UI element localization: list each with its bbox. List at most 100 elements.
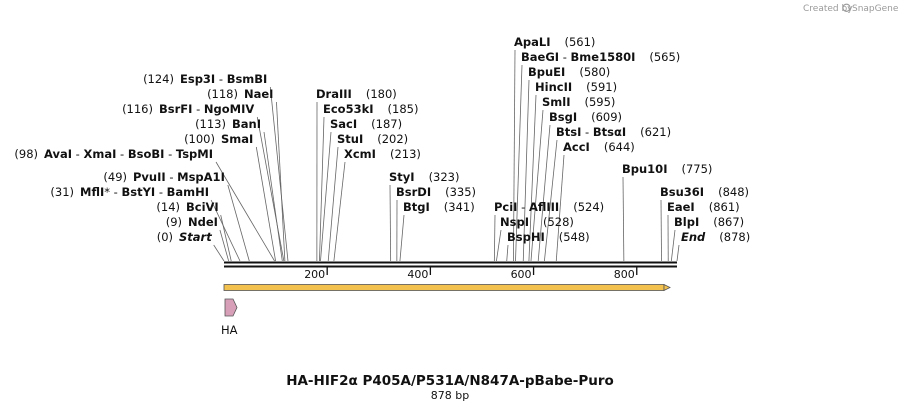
site-label[interactable]: StuI(202) bbox=[337, 132, 408, 146]
site-label[interactable]: SmlI(595) bbox=[542, 95, 615, 109]
site-label[interactable]: Esp3I - BsmBI (124) bbox=[143, 72, 267, 86]
enzyme-segment: * bbox=[104, 185, 110, 199]
enzyme-segment: MspA1I bbox=[177, 170, 225, 184]
site-position: (124) bbox=[143, 72, 174, 86]
enzyme-segment: BtgI bbox=[403, 200, 430, 214]
site-position: (621) bbox=[640, 125, 671, 139]
site-label[interactable]: AccI(644) bbox=[563, 140, 635, 154]
enzyme-segment: MflI bbox=[80, 185, 104, 199]
site-leader-line bbox=[537, 124, 551, 262]
site-leader-line bbox=[528, 94, 537, 262]
enzyme-segment: NdeI bbox=[188, 215, 218, 229]
enzyme-segment: BsmBI bbox=[227, 72, 268, 86]
enzyme-segment: AflIII bbox=[529, 200, 559, 214]
enzyme-segment: - bbox=[164, 147, 175, 161]
enzyme-segment: Bsu36I bbox=[660, 185, 704, 199]
enzyme-segment: NgoMIV bbox=[204, 102, 254, 116]
site-label[interactable]: Eco53kI (185) bbox=[323, 102, 418, 116]
site-leader-line bbox=[493, 214, 496, 262]
enzyme-segment: StyI bbox=[389, 170, 415, 184]
site-enzyme-name: BlpI bbox=[674, 215, 699, 229]
site-enzyme-name: End bbox=[681, 230, 706, 244]
site-label[interactable]: NspI(528) bbox=[500, 215, 574, 229]
site-leader-line bbox=[269, 86, 289, 262]
site-label[interactable]: Start(0) bbox=[157, 230, 213, 244]
site-position: (524) bbox=[573, 200, 604, 214]
enzyme-segment: AccI bbox=[563, 140, 590, 154]
site-enzyme-name: StuI bbox=[337, 132, 363, 146]
site-enzyme-name: NaeI bbox=[244, 87, 273, 101]
site-label[interactable]: StyI(323) bbox=[389, 170, 460, 184]
site-label[interactable]: PciI - AflIII(524) bbox=[494, 200, 604, 214]
site-label[interactable]: DraIII(180) bbox=[316, 87, 397, 101]
site-label[interactable]: BlpI (867) bbox=[674, 215, 744, 229]
site-position: (185) bbox=[388, 102, 419, 116]
site-leader-line bbox=[255, 146, 276, 262]
site-leader-line bbox=[319, 116, 325, 262]
enzyme-segment: - bbox=[517, 200, 528, 214]
site-label[interactable]: AvaI - XmaI - BsoBI - TspMI(98) bbox=[14, 147, 213, 161]
ruler-tick-label: 200 bbox=[304, 268, 325, 281]
site-label[interactable]: ApaLI (561) bbox=[514, 35, 595, 49]
enzyme-segment: BtsαI bbox=[593, 125, 626, 139]
site-leader-line bbox=[530, 109, 544, 262]
enzyme-segment: Eco53kI bbox=[323, 102, 374, 116]
site-leader-line bbox=[513, 49, 516, 262]
site-position: (609) bbox=[591, 110, 622, 124]
site-enzyme-name: PvuII - MspA1I bbox=[133, 170, 225, 184]
site-position: (49) bbox=[103, 170, 127, 184]
site-enzyme-name: SmlI bbox=[542, 95, 571, 109]
site-label[interactable]: BsgI (609) bbox=[549, 110, 622, 124]
site-position: (341) bbox=[444, 200, 475, 214]
site-label[interactable]: BtsI - BtsαI(621) bbox=[556, 125, 671, 139]
site-leader-line bbox=[213, 244, 225, 262]
site-label[interactable]: BsrFI - NgoMIV(116) bbox=[122, 102, 254, 116]
site-position: (14) bbox=[156, 200, 180, 214]
site-enzyme-name: BsgI bbox=[549, 110, 577, 124]
feature-orange-arrow[interactable] bbox=[223, 283, 671, 292]
site-enzyme-name: ApaLI bbox=[514, 35, 551, 49]
site-label[interactable]: End(878) bbox=[681, 230, 750, 244]
site-label[interactable]: NdeI(9) bbox=[166, 215, 218, 229]
site-leader-line bbox=[227, 184, 250, 262]
ruler-tick-label: 400 bbox=[407, 268, 428, 281]
site-enzyme-name: NspI bbox=[500, 215, 529, 229]
site-label[interactable]: SmaI(100) bbox=[184, 132, 253, 146]
site-position: (113) bbox=[195, 117, 226, 131]
feature-ha[interactable]: HA bbox=[221, 298, 238, 337]
enzyme-segment: BanI bbox=[232, 117, 261, 131]
site-label[interactable]: HincII(591) bbox=[535, 80, 617, 94]
site-label[interactable]: BpuEI(580) bbox=[528, 65, 610, 79]
enzyme-segment: Esp3I bbox=[180, 72, 215, 86]
site-label[interactable]: BspHI(548) bbox=[507, 230, 590, 244]
site-enzyme-name: Esp3I - BsmBI bbox=[180, 72, 267, 86]
site-enzyme-name: SmaI bbox=[221, 132, 253, 146]
site-label[interactable]: NaeI(118) bbox=[207, 87, 273, 101]
site-label[interactable]: BciVI(14) bbox=[156, 200, 218, 214]
enzyme-segment: SmaI bbox=[221, 132, 253, 146]
site-enzyme-name: XcmI bbox=[344, 147, 376, 161]
site-label[interactable]: Bsu36I(848) bbox=[660, 185, 749, 199]
site-position: (561) bbox=[565, 35, 596, 49]
site-label[interactable]: PvuII - MspA1I (49) bbox=[103, 170, 224, 184]
enzyme-segment: NaeI bbox=[244, 87, 273, 101]
site-label[interactable]: MflI* - BstYI - BamHI(31) bbox=[50, 185, 209, 199]
site-leader-line bbox=[544, 139, 558, 262]
site-position: (867) bbox=[713, 215, 744, 229]
site-label[interactable]: Bpu10I(775) bbox=[622, 162, 712, 176]
site-label[interactable]: BaeGI - Bme1580I(565) bbox=[521, 50, 680, 64]
site-label[interactable]: BtgI (341) bbox=[403, 200, 475, 214]
enzyme-segment: BsoBI bbox=[128, 147, 165, 161]
site-label[interactable]: BanI (113) bbox=[195, 117, 261, 131]
site-label[interactable]: SacI(187) bbox=[330, 117, 402, 131]
site-enzyme-name: SacI bbox=[330, 117, 357, 131]
enzyme-segment: - bbox=[72, 147, 83, 161]
site-leader-line bbox=[276, 101, 286, 262]
site-leader-line bbox=[496, 229, 502, 262]
site-enzyme-name: BaeGI - Bme1580I bbox=[521, 50, 635, 64]
enzyme-segment: - bbox=[581, 125, 592, 139]
site-label[interactable]: BsrDI(335) bbox=[396, 185, 476, 199]
site-label[interactable]: EaeI(861) bbox=[667, 200, 740, 214]
snapgene-credit[interactable]: Created by SnapGene bbox=[803, 3, 899, 14]
site-label[interactable]: XcmI(213) bbox=[344, 147, 421, 161]
